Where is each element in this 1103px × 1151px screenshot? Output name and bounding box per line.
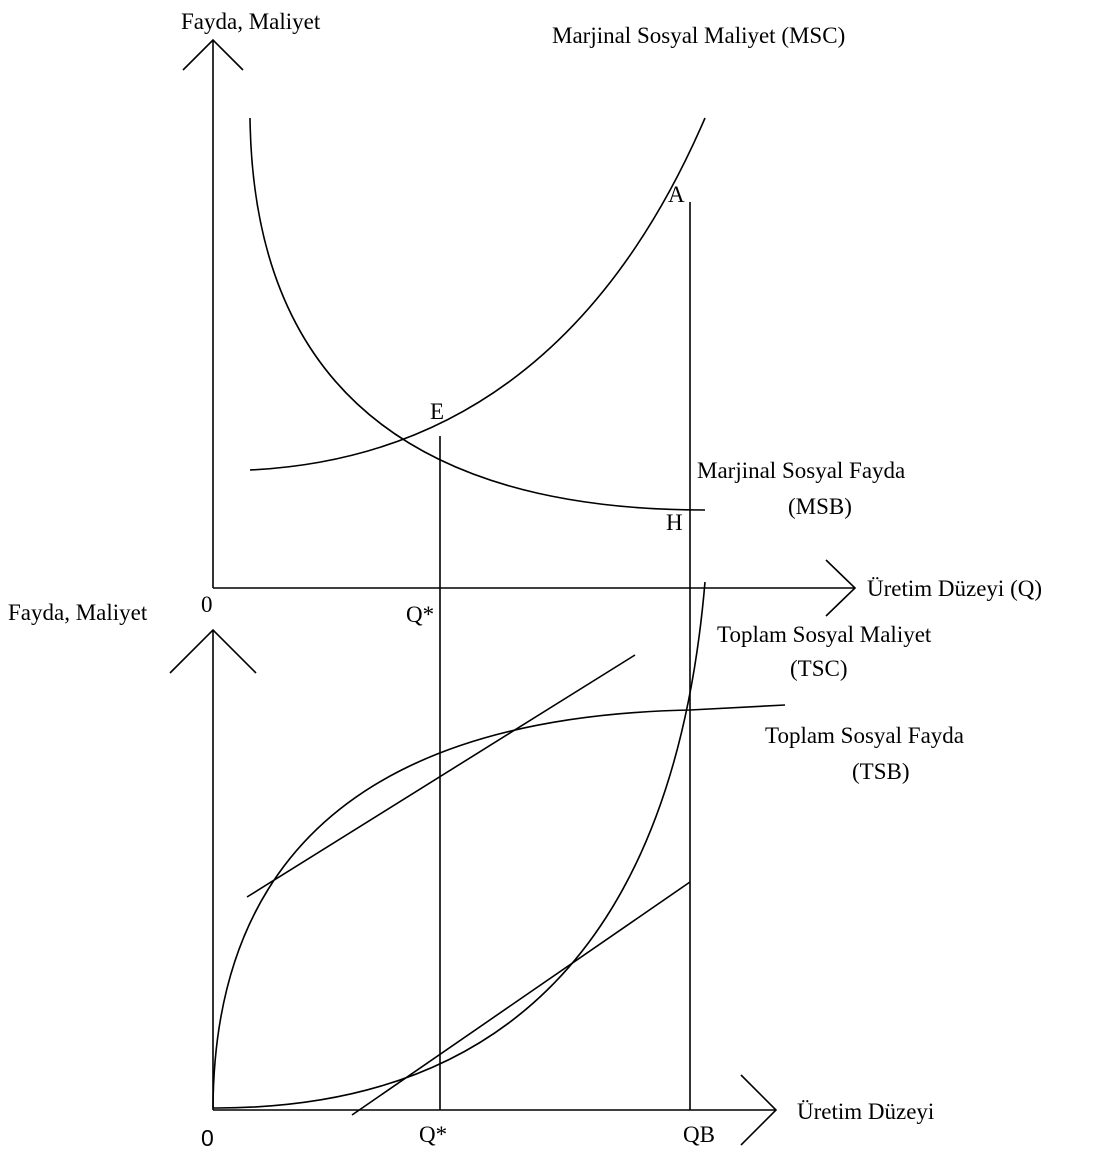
top-y-axis-arrowhead (182, 38, 244, 71)
bottom-y-axis-arrowhead (169, 628, 257, 674)
msc-label: Marjinal Sosyal Maliyet (MSC) (552, 23, 845, 48)
tsc-label-line1: Toplam Sosyal Maliyet (717, 622, 932, 647)
tsb-curve (212, 704, 786, 1109)
top-panel: Fayda, Maliyet Marjinal Sosyal Maliyet (… (181, 9, 1042, 1110)
msc-curve (249, 117, 706, 471)
top-y-axis-label: Fayda, Maliyet (181, 9, 321, 34)
top-x-axis-arrowhead (825, 559, 857, 617)
top-origin-label: 0 (201, 592, 213, 617)
point-h-label: H (666, 510, 683, 535)
bottom-q-star-label: Q* (419, 1122, 447, 1147)
msb-label-line1: Marjinal Sosyal Fayda (697, 458, 905, 483)
bottom-panel: Fayda, Maliyet Toplam Sosyal Maliyet (TS… (8, 581, 964, 1151)
msb-label-line2: (MSB) (788, 494, 852, 519)
tsc-curve (212, 581, 706, 1109)
bottom-y-axis-label: Fayda, Maliyet (8, 600, 148, 625)
tsc-tangent-line (351, 881, 691, 1116)
top-q-star-label: Q* (406, 602, 434, 627)
bottom-origin-label: 0 (201, 1125, 214, 1151)
qb-label: QB (683, 1122, 715, 1147)
tsc-label-line2: (TSC) (790, 656, 848, 681)
bottom-x-axis-label: Üretim Düzeyi (797, 1099, 934, 1124)
tsb-label-line1: Toplam Sosyal Fayda (765, 723, 964, 748)
bottom-x-axis-arrowhead (740, 1074, 778, 1146)
tsb-label-line2: (TSB) (852, 759, 910, 784)
tsb-tangent-line (246, 654, 636, 898)
msb-curve (249, 117, 706, 511)
point-a-label: A (668, 182, 685, 207)
top-x-axis-label: Üretim Düzeyi (Q) (867, 576, 1042, 601)
point-e-label: E (430, 399, 444, 424)
